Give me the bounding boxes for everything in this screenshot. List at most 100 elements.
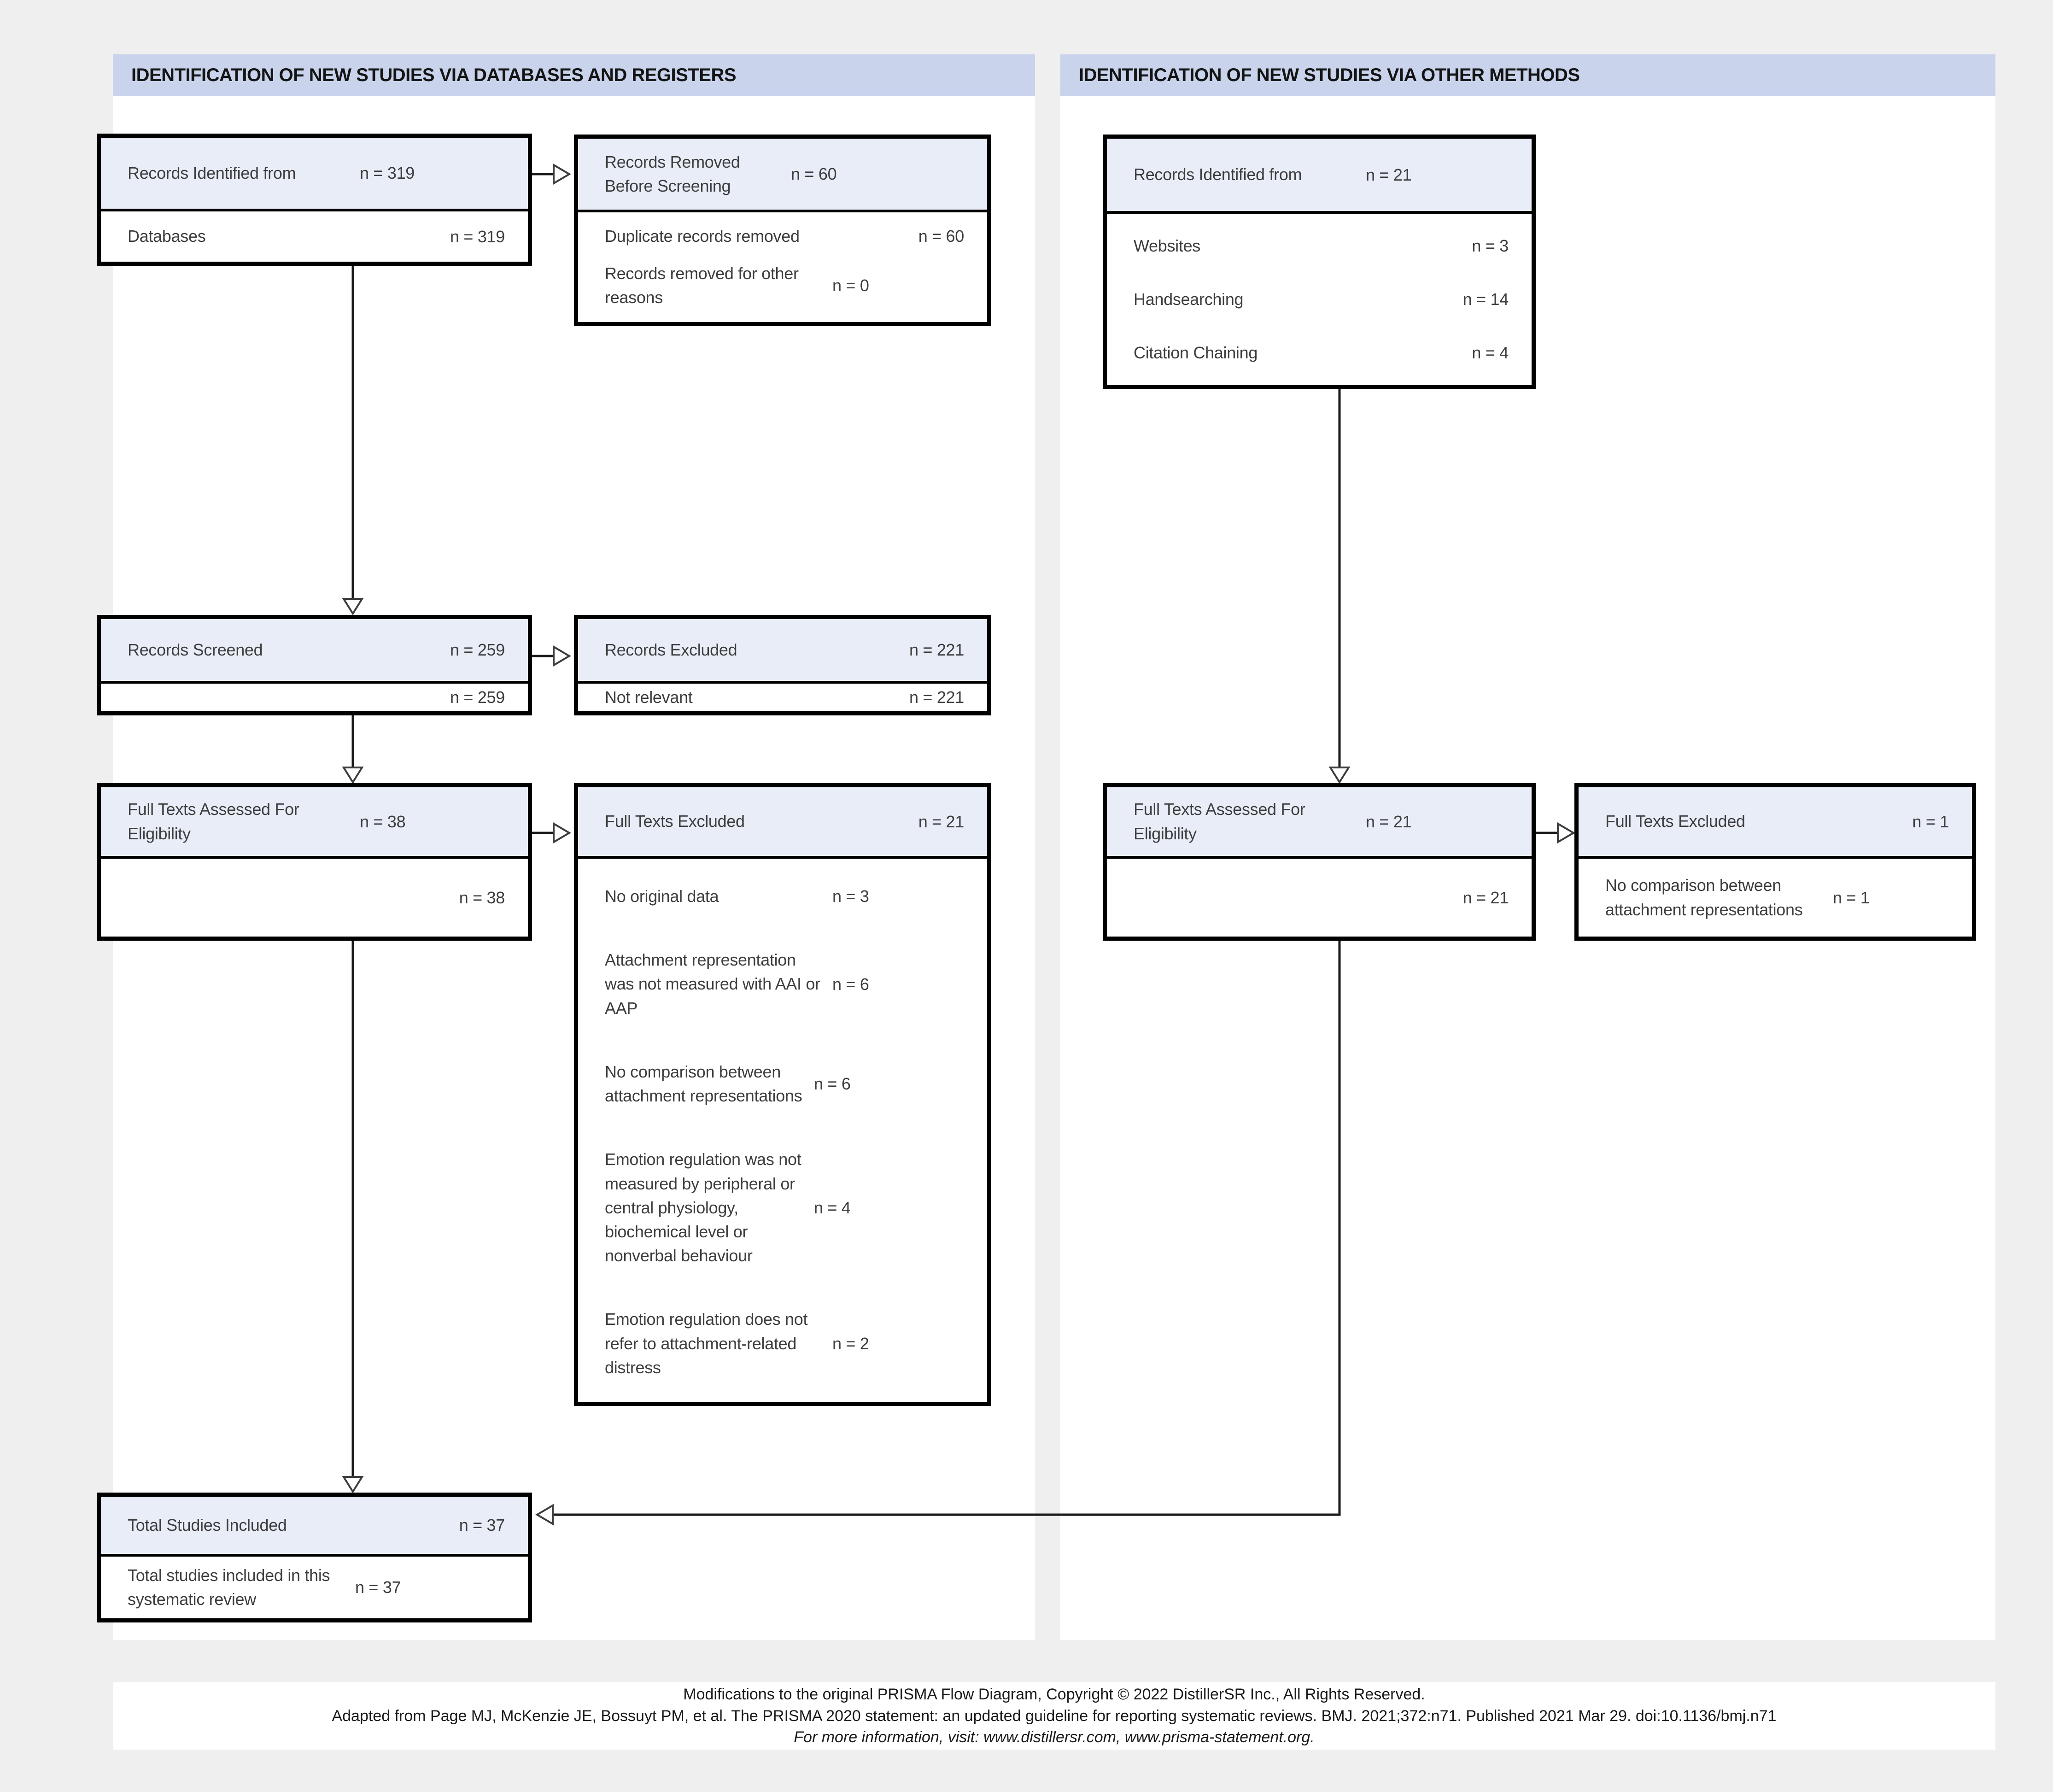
box-records-excluded: Records Excluded n = 221 Not relevant n … bbox=[574, 615, 991, 715]
box-row: No comparison between attachment represe… bbox=[1605, 873, 1949, 921]
row-label: No comparison between attachment represe… bbox=[605, 1062, 802, 1106]
box-body: Total studies included in this systemati… bbox=[101, 1557, 528, 1618]
box-row: No original data n = 3 bbox=[605, 884, 964, 908]
box-header: Records Removed Before Screening n = 60 bbox=[578, 139, 987, 212]
box-records-screened: Records Screened n = 259 n = 259 bbox=[97, 615, 532, 715]
box-records-identified-other: Records Identified from n = 21 Websites … bbox=[1103, 135, 1536, 389]
box-row: n = 259 bbox=[128, 688, 505, 707]
footer-line-copyright: Modifications to the original PRISMA Flo… bbox=[683, 1686, 1425, 1704]
box-title: Full Texts Assessed For Eligibility bbox=[1134, 800, 1305, 843]
box-count: n = 259 bbox=[450, 640, 505, 659]
box-body: n = 259 bbox=[101, 684, 528, 711]
row-label: No comparison between attachment represe… bbox=[1605, 876, 1803, 919]
box-title: Records Screened bbox=[128, 640, 263, 659]
box-fulltexts-assessed-left: Full Texts Assessed For Eligibility n = … bbox=[97, 783, 532, 941]
box-title: Full Texts Assessed For Eligibility bbox=[128, 800, 299, 843]
box-row: Websites n = 3 bbox=[1134, 234, 1509, 258]
box-row: Records removed for other reasons n = 0 bbox=[605, 262, 964, 310]
row-label: Duplicate records removed bbox=[605, 227, 800, 246]
box-header: Total Studies Included n = 37 bbox=[101, 1497, 528, 1557]
box-records-removed-before-screening: Records Removed Before Screening n = 60 … bbox=[574, 135, 991, 326]
row-count: n = 221 bbox=[909, 688, 964, 707]
row-count: n = 0 bbox=[832, 276, 869, 295]
box-header: Full Texts Excluded n = 21 bbox=[578, 787, 987, 859]
row-count: n = 4 bbox=[814, 1198, 851, 1217]
row-label: Records removed for other reasons bbox=[605, 264, 799, 307]
box-row: Total studies included in this systemati… bbox=[128, 1564, 505, 1611]
box-fulltexts-assessed-right: Full Texts Assessed For Eligibility n = … bbox=[1103, 783, 1536, 941]
row-count: n = 37 bbox=[355, 1578, 401, 1597]
box-row: n = 21 bbox=[1134, 888, 1509, 908]
box-title: Records Removed Before Screening bbox=[605, 152, 740, 195]
box-body: Websites n = 3 Handsearching n = 14 Cita… bbox=[1107, 214, 1532, 385]
row-count: n = 38 bbox=[459, 888, 505, 907]
box-body: Databases n = 319 bbox=[101, 211, 528, 262]
box-count: n = 38 bbox=[360, 812, 406, 831]
box-body: Duplicate records removed n = 60 Records… bbox=[578, 212, 987, 322]
row-count: n = 1 bbox=[1833, 888, 1870, 907]
footer-line-adapted-from: Adapted from Page MJ, McKenzie JE, Bossu… bbox=[332, 1707, 1777, 1725]
box-title: Full Texts Excluded bbox=[605, 812, 745, 831]
row-count: n = 2 bbox=[832, 1334, 869, 1353]
row-label: Databases bbox=[128, 227, 206, 246]
box-total-studies-included: Total Studies Included n = 37 Total stud… bbox=[97, 1493, 532, 1622]
box-row: Attachment representation was not measur… bbox=[605, 948, 964, 1020]
row-label: Websites bbox=[1134, 236, 1200, 255]
row-label: Handsearching bbox=[1134, 289, 1244, 309]
box-body: No comparison between attachment represe… bbox=[1579, 859, 1972, 937]
box-title: Records Identified from bbox=[1134, 165, 1302, 184]
box-header: Full Texts Assessed For Eligibility n = … bbox=[101, 787, 528, 859]
box-title: Records Excluded bbox=[605, 640, 737, 659]
row-count: n = 259 bbox=[450, 688, 505, 707]
section-header-other-methods: IDENTIFICATION OF NEW STUDIES VIA OTHER … bbox=[1060, 54, 1995, 96]
row-label: Emotion regulation was not measured by p… bbox=[605, 1150, 801, 1265]
box-header: Full Texts Excluded n = 1 bbox=[1579, 787, 1972, 859]
row-count: n = 319 bbox=[450, 227, 505, 246]
box-title: Total Studies Included bbox=[128, 1515, 287, 1534]
box-body: n = 38 bbox=[101, 859, 528, 937]
box-row: Not relevant n = 221 bbox=[605, 685, 964, 709]
section-header-label: IDENTIFICATION OF NEW STUDIES VIA OTHER … bbox=[1079, 64, 1580, 85]
row-label: Attachment representation was not measur… bbox=[605, 950, 820, 1018]
box-count: n = 21 bbox=[1366, 812, 1412, 831]
row-label: Emotion regulation does not refer to att… bbox=[605, 1310, 808, 1377]
row-count: n = 3 bbox=[1472, 236, 1509, 255]
box-row: Emotion regulation was not measured by p… bbox=[605, 1148, 964, 1268]
box-body: No original data n = 3 Attachment repres… bbox=[578, 859, 987, 1402]
footer-citation: Modifications to the original PRISMA Flo… bbox=[113, 1682, 1995, 1750]
row-label: Not relevant bbox=[605, 687, 693, 707]
box-row: Handsearching n = 14 bbox=[1134, 287, 1509, 311]
box-count: n = 221 bbox=[909, 640, 964, 659]
box-body: n = 21 bbox=[1107, 859, 1532, 937]
row-count: n = 14 bbox=[1462, 290, 1509, 309]
box-header: Full Texts Assessed For Eligibility n = … bbox=[1107, 787, 1532, 859]
box-header: Records Screened n = 259 bbox=[101, 619, 528, 684]
box-records-identified-databases: Records Identified from n = 319 Database… bbox=[97, 134, 532, 266]
box-title: Full Texts Excluded bbox=[1605, 812, 1745, 831]
row-label: Citation Chaining bbox=[1134, 343, 1258, 362]
box-body: Not relevant n = 221 bbox=[578, 684, 987, 711]
box-count: n = 1 bbox=[1912, 812, 1949, 831]
row-count: n = 21 bbox=[1462, 888, 1509, 907]
row-count: n = 60 bbox=[918, 227, 965, 246]
section-header-label: IDENTIFICATION OF NEW STUDIES VIA DATABA… bbox=[131, 64, 737, 85]
box-count: n = 21 bbox=[918, 812, 965, 831]
row-count: n = 4 bbox=[1472, 343, 1509, 362]
box-row: Citation Chaining n = 4 bbox=[1134, 341, 1509, 365]
box-row: Duplicate records removed n = 60 bbox=[605, 224, 964, 248]
row-label: Total studies included in this systemati… bbox=[128, 1565, 330, 1609]
box-count: n = 21 bbox=[1366, 165, 1412, 184]
box-count: n = 60 bbox=[791, 164, 837, 183]
box-fulltexts-excluded-left: Full Texts Excluded n = 21 No original d… bbox=[574, 783, 991, 1406]
box-header: Records Excluded n = 221 bbox=[578, 619, 987, 684]
box-count: n = 37 bbox=[459, 1516, 505, 1534]
box-row: n = 38 bbox=[128, 888, 505, 908]
box-header: Records Identified from n = 319 bbox=[101, 138, 528, 211]
row-label: No original data bbox=[605, 887, 719, 906]
box-row: Emotion regulation does not refer to att… bbox=[605, 1307, 964, 1380]
box-title: Records Identified from bbox=[128, 163, 296, 182]
row-count: n = 3 bbox=[832, 887, 869, 906]
section-header-databases: IDENTIFICATION OF NEW STUDIES VIA DATABA… bbox=[113, 54, 1035, 96]
box-row: No comparison between attachment represe… bbox=[605, 1060, 964, 1108]
